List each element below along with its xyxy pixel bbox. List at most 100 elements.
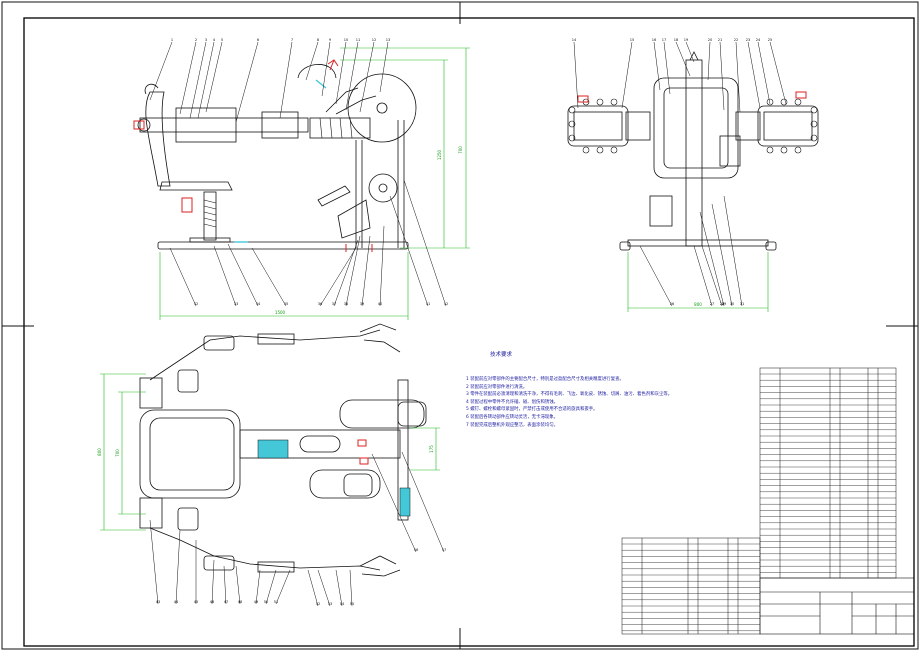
balloon-label: 32 — [194, 302, 199, 306]
balloon-leader — [349, 569, 353, 607]
balloon-label: 53 — [328, 602, 333, 606]
dim-plan-width-b: 700 — [115, 449, 120, 457]
balloon-label: 36 — [318, 302, 323, 306]
balloon-leader — [319, 247, 357, 307]
balloon-leader — [279, 41, 293, 119]
balloon-leader — [653, 41, 661, 91]
balloon-leader — [265, 569, 277, 605]
base-rail — [157, 241, 409, 250]
balloon-label: 35 — [284, 302, 289, 306]
balloon-label: 7 — [291, 38, 293, 42]
balloon-leader — [227, 243, 259, 307]
balloon-leader — [335, 41, 347, 105]
balloon-label: 42 — [444, 302, 449, 306]
balloon-leader — [255, 569, 261, 605]
balloon-label: 22 — [734, 38, 739, 42]
balloon-leader — [211, 559, 215, 605]
balloon-leader — [335, 569, 343, 607]
balloon-leader — [275, 569, 291, 605]
balloon-leader — [747, 41, 761, 109]
balloon-label: 10 — [344, 38, 349, 42]
notes-title: 技术要求 — [490, 352, 513, 358]
balloon-label: 28 — [720, 302, 725, 306]
balloon-label: 21 — [718, 38, 723, 42]
title-block — [759, 577, 915, 635]
balloon-label: 23 — [746, 38, 751, 42]
balloon-leader — [169, 247, 197, 307]
note-6: 6 装配后各转动部件应转动灵活，无卡滞现象。 — [466, 414, 559, 420]
balloon-label: 49 — [254, 600, 259, 604]
balloon-leader — [699, 211, 725, 307]
note-4: 4 装配过程中零件不允许磕、碰、划伤和锈蚀。 — [466, 399, 559, 405]
balloon-leader — [379, 225, 385, 307]
balloon-label: 16 — [652, 38, 657, 42]
dim-plan-small: 175 — [429, 445, 434, 453]
balloon-leader — [621, 41, 633, 109]
balloon-label: 40 — [378, 302, 383, 306]
arm-motor-block — [175, 107, 237, 143]
side-red-marks — [577, 91, 807, 103]
plan-red-marks — [357, 439, 369, 465]
balloon-leader — [693, 245, 713, 307]
balloon-leader — [389, 195, 429, 307]
balloon-label: 2 — [195, 38, 197, 42]
balloon-leader — [321, 41, 331, 97]
balloon-label: 27 — [710, 302, 715, 306]
balloon-label: 45 — [194, 600, 199, 604]
balloon-label: 48 — [238, 600, 243, 604]
balloon-label: 30 — [730, 302, 735, 306]
balloon-label: 6 — [257, 38, 260, 42]
seat — [159, 181, 233, 191]
balloon-label: 47 — [224, 600, 229, 604]
plan-dimensions — [100, 373, 440, 531]
balloon-label: 1 — [171, 38, 173, 42]
balloon-label: 52 — [316, 602, 321, 606]
balloon-leader — [361, 235, 371, 307]
balloon-label: 51 — [274, 600, 279, 604]
balloon-label: 54 — [340, 602, 345, 606]
balloon-leader — [735, 41, 741, 113]
balloon-label: 17 — [662, 38, 667, 42]
note-3: 3 零件在装配前必须清理和清洗干净，不得有毛刺、飞边、氧化皮、锈蚀、切屑、油污、… — [466, 392, 673, 398]
balloon-label: 43 — [156, 600, 161, 604]
balloon-leader — [663, 41, 671, 95]
disk — [347, 73, 417, 143]
balloon-label: 24 — [756, 38, 761, 42]
balloon-label: 4 — [213, 38, 216, 42]
balloon-label: 29 — [722, 302, 727, 306]
plan-seat — [139, 409, 241, 499]
front-cyan-marks — [234, 79, 327, 243]
balloon-leader — [305, 41, 319, 81]
balloon-leader — [317, 569, 331, 607]
parts-list-rows — [760, 373, 896, 573]
balloon-leader — [149, 41, 173, 101]
balloon-leader — [175, 529, 181, 605]
balloon-leader — [769, 41, 787, 105]
side-dimensions — [627, 252, 769, 312]
dim-front-height-a: 700 — [458, 146, 463, 154]
note-7: 7 装配完成后整机外观应整洁，表面涂装均匀。 — [466, 422, 559, 428]
dim-front-height-b: 1250 — [437, 149, 442, 160]
inner-border — [23, 17, 915, 647]
balloon-leader — [179, 41, 197, 115]
balloon-leader — [401, 451, 445, 553]
balloon-leader — [333, 239, 359, 307]
balloon-leader — [223, 565, 227, 605]
balloon-leader — [701, 245, 723, 307]
balloon-leader — [307, 569, 319, 607]
balloon-label: 3 — [205, 38, 207, 42]
balloon-leader — [639, 245, 673, 307]
balloon-label: 14 — [572, 38, 577, 42]
plan-view — [139, 323, 427, 577]
balloon-label: 33 — [234, 302, 239, 306]
front-red-marks — [133, 59, 373, 252]
balloon-label: 13 — [386, 38, 391, 42]
balloon-leader — [197, 41, 215, 119]
balloon-leader — [719, 41, 725, 111]
balloon-label: 46 — [210, 600, 215, 604]
balloon-leader — [189, 41, 207, 119]
balloon-leader — [345, 41, 359, 111]
